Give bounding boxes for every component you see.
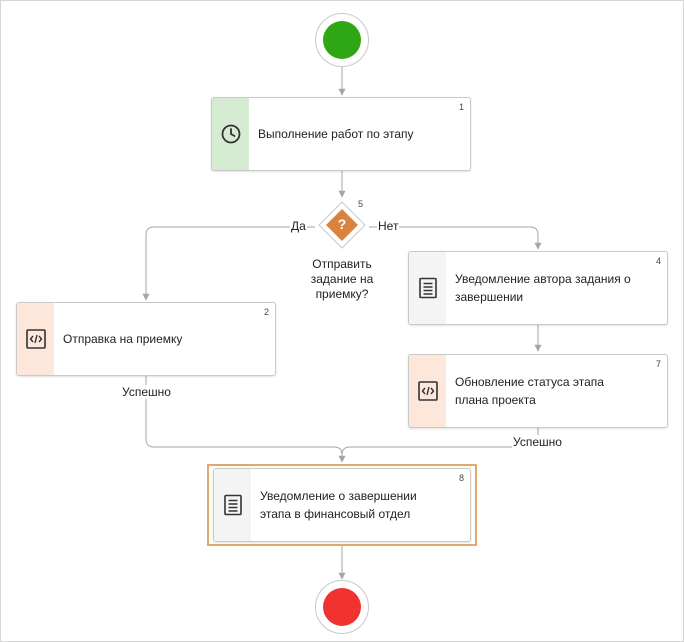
flow-gateway-no-to-task-4 xyxy=(369,226,542,250)
task-node-1-number: 1 xyxy=(458,102,464,112)
task-node-4-number: 4 xyxy=(655,256,661,266)
task-node-1[interactable]: Выполнение работ по этапу 1 xyxy=(211,97,471,171)
task-node-8-band xyxy=(214,469,251,541)
task-node-2-label: Отправка на приемку xyxy=(63,332,183,346)
flow-task-2-to-task-8 xyxy=(145,376,346,463)
task-node-2[interactable]: Отправка на приемку 2 xyxy=(16,302,276,376)
task-node-7-label: Обновление статуса этапа плана проекта xyxy=(455,375,604,407)
selection-frame xyxy=(207,464,477,546)
flow-gateway-yes-to-task-2 xyxy=(142,226,315,301)
start-event[interactable] xyxy=(315,13,369,67)
question-icon: ? xyxy=(337,216,347,232)
code-icon xyxy=(25,329,46,349)
task-node-7-band xyxy=(409,355,446,427)
task-node-2-number: 2 xyxy=(263,307,269,317)
gateway-number: 5 xyxy=(358,199,364,209)
document-icon xyxy=(418,277,437,299)
flow-task-7-to-task-8 xyxy=(341,428,539,456)
task-node-7-number: 7 xyxy=(655,359,661,369)
success-label-right: Успешно xyxy=(512,435,563,449)
task-node-1-label: Выполнение работ по этапу xyxy=(258,127,414,141)
task-node-1-band xyxy=(212,98,249,170)
task-node-8-number: 8 xyxy=(458,473,464,483)
end-event[interactable] xyxy=(315,580,369,634)
task-node-4[interactable]: Уведомление автора задания о завершении … xyxy=(408,251,668,325)
task-node-2-band xyxy=(17,303,54,375)
end-event-circle xyxy=(323,588,361,626)
start-event-circle xyxy=(323,21,361,59)
gateway-yes-label: Да xyxy=(290,219,307,233)
gateway-diamond xyxy=(318,201,366,249)
task-node-8[interactable]: Уведомление о завершении этапа в финансо… xyxy=(213,468,471,542)
code-icon xyxy=(417,381,438,401)
decision-gateway[interactable]: ? xyxy=(318,201,366,249)
gateway-no-label: Нет xyxy=(377,219,400,233)
document-icon xyxy=(223,494,242,516)
task-node-4-label: Уведомление автора задания о завершении xyxy=(455,272,631,304)
success-label-left: Успешно xyxy=(121,385,172,399)
task-node-4-band xyxy=(409,252,446,324)
gateway-question: Отправить задание на приемку? xyxy=(310,257,374,301)
clock-icon xyxy=(221,124,240,144)
task-node-8-label: Уведомление о завершении этапа в финансо… xyxy=(260,489,417,521)
task-node-7[interactable]: Обновление статуса этапа плана проекта 7 xyxy=(408,354,668,428)
